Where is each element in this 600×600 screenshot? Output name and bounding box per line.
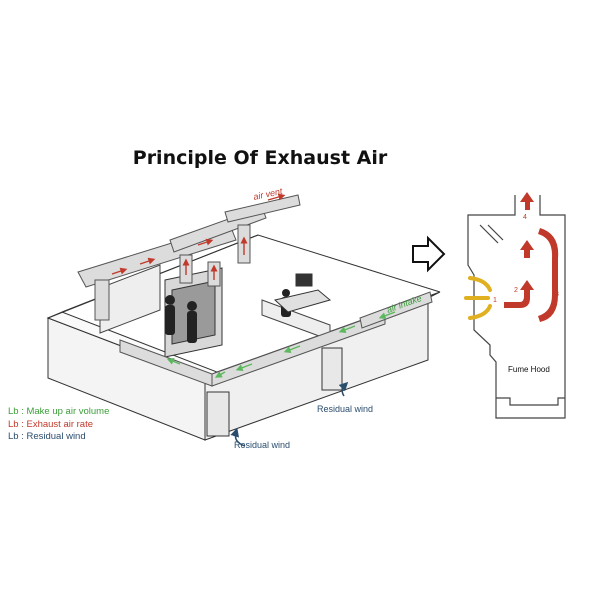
hood-number-3: 3 — [555, 291, 559, 298]
building-exhaust-arrows — [111, 193, 286, 280]
doors — [206, 347, 343, 437]
legend: Lb : Make up air volume Lb : Exhaust air… — [8, 406, 109, 444]
diagram-title: Principle Of Exhaust Air — [132, 147, 388, 169]
legend-exhaust-air: Lb : Exhaust air rate — [8, 418, 94, 430]
hood-number-1: 1 — [493, 297, 497, 304]
workers — [165, 289, 291, 343]
hood-number-4: 4 — [523, 214, 527, 221]
hood-number-2: 2 — [514, 287, 518, 294]
right-arrow-icon — [412, 235, 446, 273]
hood-step-numbers: 1 2 3 4 — [493, 214, 559, 304]
hood-intake-arrows — [464, 276, 492, 320]
desk — [273, 273, 332, 313]
fume-hood-section — [467, 195, 566, 419]
legend-make-up-air: Lb : Make up air volume — [8, 406, 110, 417]
residual-wind-arrows — [230, 381, 349, 447]
residual-wind-label-1: Residual wind — [317, 404, 374, 414]
supply-arrows — [166, 311, 396, 378]
fume-hood-label: Fume Hood — [508, 365, 550, 374]
legend-residual-wind: Lb : Residual wind — [8, 431, 86, 442]
hood-exhaust-arrows — [504, 192, 559, 322]
residual-wind-label-2: Residual wind — [234, 440, 291, 450]
